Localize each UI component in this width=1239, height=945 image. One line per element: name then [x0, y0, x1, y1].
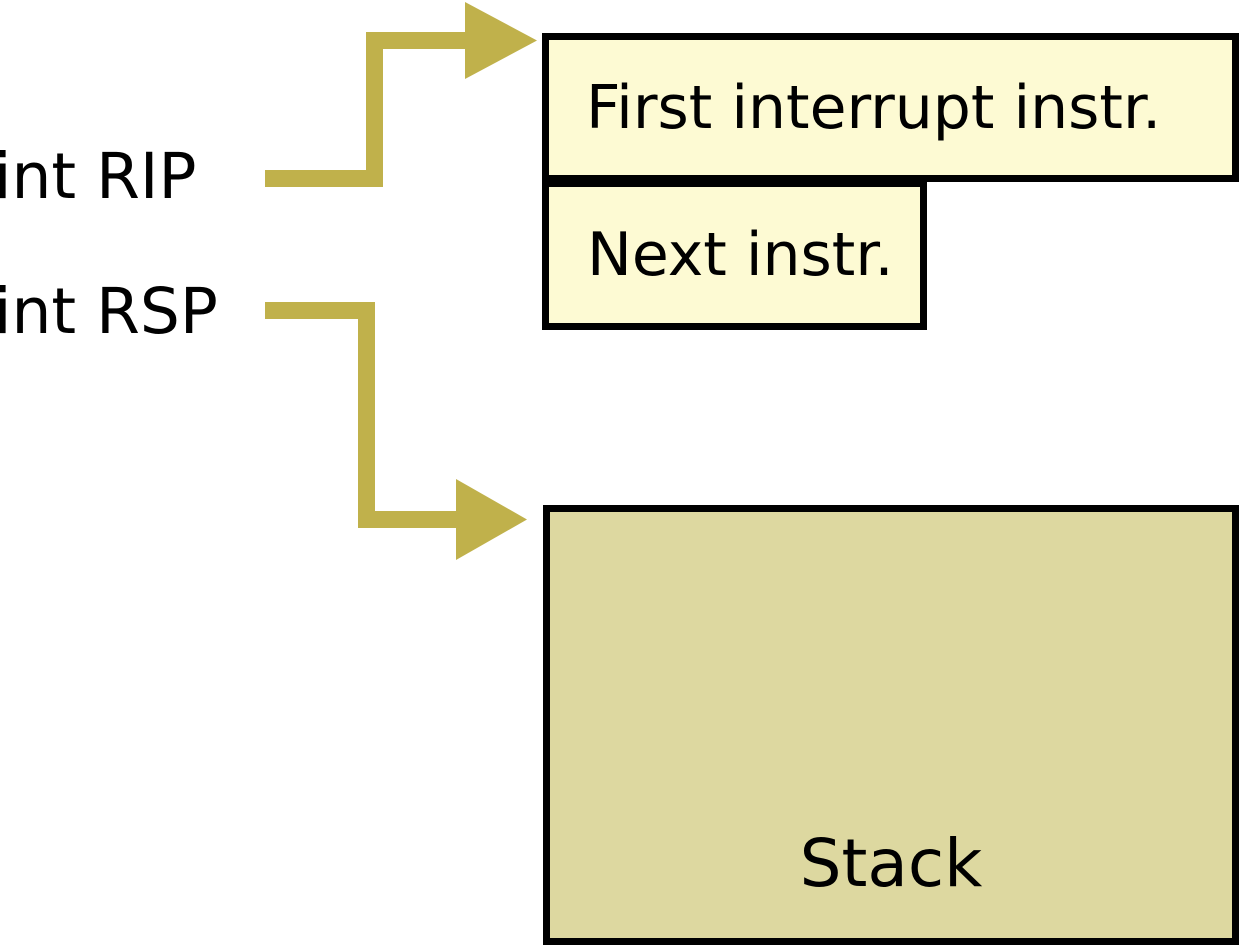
next-instr-box: Next instr. [542, 180, 927, 330]
stack-label: Stack [799, 825, 983, 902]
rsp-arrowhead-icon [456, 479, 527, 560]
rip-arrow [265, 2, 537, 187]
rip-arrowhead-icon [465, 2, 537, 79]
rsp-arrow-line [265, 302, 461, 528]
label-int-rip: int RIP [0, 140, 197, 213]
rsp-arrow [265, 302, 527, 560]
first-interrupt-instr-label: First interrupt instr. [586, 72, 1162, 143]
first-interrupt-instr-box: First interrupt instr. [542, 33, 1239, 182]
stack-box: Stack [543, 505, 1239, 945]
next-instr-label: Next instr. [587, 220, 894, 290]
rip-arrow-line [265, 32, 470, 187]
label-int-rsp: int RSP [0, 275, 218, 348]
